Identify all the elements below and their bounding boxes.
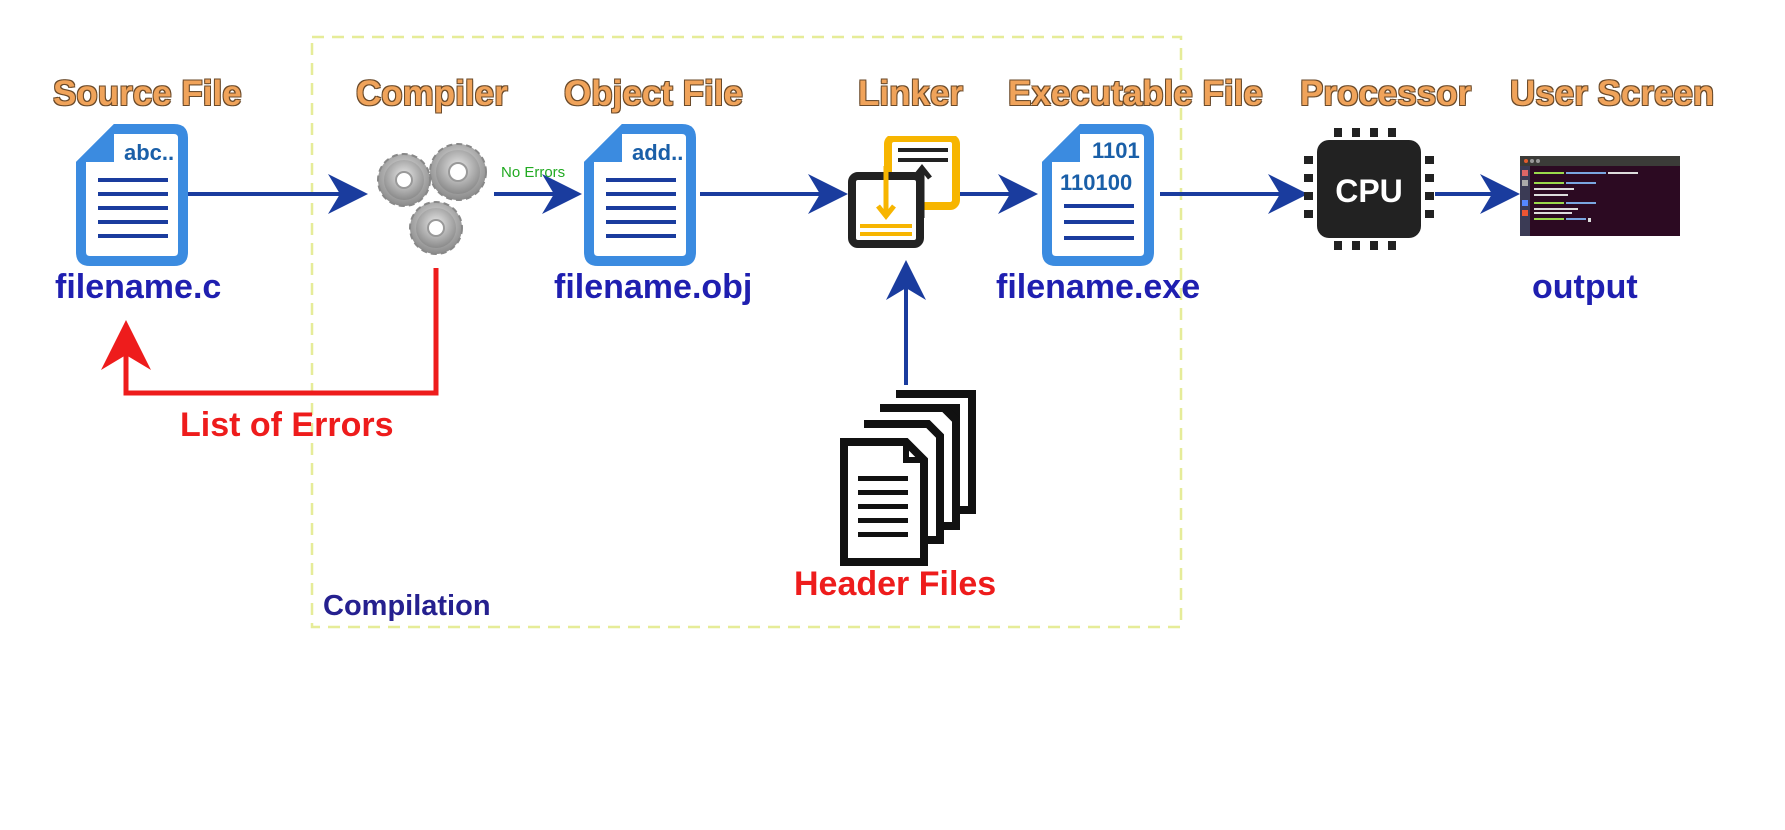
stage-title-compiler: Compiler <box>356 74 508 113</box>
stage-title-processor: Processor <box>1300 74 1472 113</box>
linker-icon <box>848 136 960 248</box>
exe-doc-line1: 1101 <box>1092 138 1140 163</box>
stage-title-screen: User Screen <box>1510 74 1715 113</box>
filename-source: filename.c <box>55 268 222 306</box>
compilation-region <box>310 35 1183 629</box>
document-icon: 1101 110100 <box>1042 124 1154 266</box>
object-doc-text: add.. <box>632 140 683 165</box>
filename-executable: filename.exe <box>996 268 1201 306</box>
source-doc-text: abc.. <box>124 140 174 165</box>
stage-title-linker: Linker <box>858 74 964 113</box>
compilation-label: Compilation <box>323 590 491 622</box>
stacked-documents-icon <box>840 390 976 566</box>
stage-title-object: Object File <box>564 74 743 113</box>
cpu-icon: CPU <box>1304 128 1434 250</box>
stage-title-executable: Executable File <box>1008 74 1263 113</box>
document-icon: add.. <box>584 124 696 266</box>
filename-object: filename.obj <box>554 268 753 306</box>
list-of-errors-label: List of Errors <box>180 406 394 444</box>
error-feedback-path <box>101 268 439 396</box>
terminal-screen-icon <box>1520 156 1680 236</box>
cpu-label: CPU <box>1335 173 1403 209</box>
filename-output: output <box>1532 268 1638 306</box>
exe-doc-line2: 110100 <box>1060 170 1132 195</box>
gears-icon <box>377 143 487 255</box>
header-files-label: Header Files <box>794 565 997 603</box>
stage-title-source: Source File <box>53 74 242 113</box>
no-errors-label: No Errors <box>501 164 566 181</box>
document-icon: abc.. <box>76 124 188 266</box>
